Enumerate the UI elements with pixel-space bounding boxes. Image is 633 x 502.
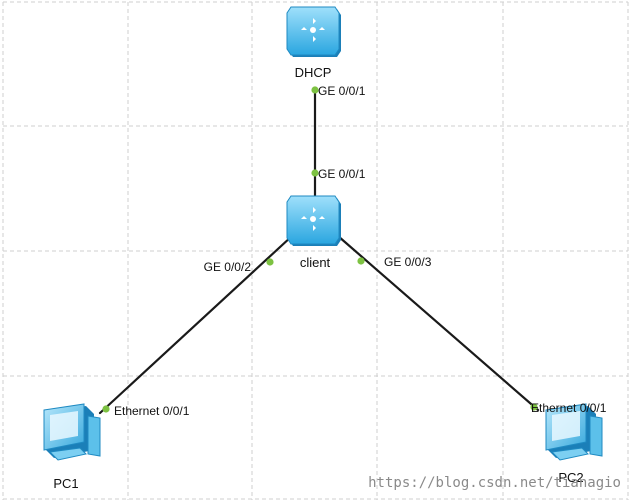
device-pc2[interactable]: [545, 403, 603, 461]
device-client[interactable]: [286, 195, 341, 246]
device-pc1[interactable]: [43, 403, 101, 461]
layer3-switch-icon: [286, 195, 341, 246]
port-dot-pc2-eth001[interactable]: [530, 403, 538, 411]
port-dot-client-ge002[interactable]: [266, 258, 274, 266]
port-dot-pc1-eth001[interactable]: [102, 405, 110, 413]
port-dot-client-ge003[interactable]: [357, 257, 365, 265]
port-label-client-ge001: GE 0/0/1: [318, 167, 366, 181]
device-label-pc2: PC2: [558, 470, 583, 485]
links: [98, 88, 540, 415]
link-client-pc2[interactable]: [336, 234, 540, 412]
port-label-dhcp-ge001: GE 0/0/1: [318, 84, 366, 98]
link-client-pc1[interactable]: [98, 234, 294, 415]
port-label-pc1-eth001: Ethernet 0/0/1: [114, 404, 190, 418]
port-label-client-ge002: GE 0/0/2: [204, 260, 252, 274]
layer3-switch-icon: [286, 6, 341, 57]
device-label-pc1: PC1: [53, 476, 78, 491]
device-dhcp[interactable]: [286, 6, 341, 57]
port-dots: [102, 86, 538, 413]
pc-icon: [43, 403, 101, 461]
pc-icon: [545, 403, 603, 461]
port-label-pc2-eth001: Ethernet 0/0/1: [531, 401, 607, 415]
device-label-dhcp: DHCP: [295, 65, 332, 80]
port-label-client-ge003: GE 0/0/3: [384, 255, 432, 269]
watermark: https://blog.csdn.net/tianagio: [368, 475, 621, 491]
port-dot-client-ge001[interactable]: [311, 169, 319, 177]
port-dot-dhcp-ge001[interactable]: [311, 86, 319, 94]
device-label-client: client: [300, 255, 331, 270]
